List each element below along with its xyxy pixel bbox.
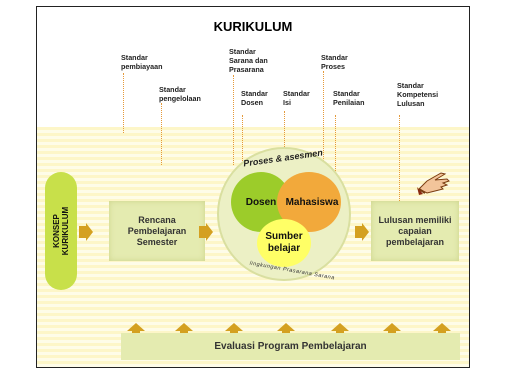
up-arrow-5 [331, 323, 349, 337]
standard-sarana: Standar Sarana dan Prasarana [229, 47, 268, 74]
standard-penilaian: Standar Penilaian [333, 89, 365, 107]
up-arrow-7 [433, 323, 451, 337]
connector-isi [284, 111, 285, 167]
up-arrow-1 [127, 323, 145, 337]
lulusan-box: Lulusan memiliki capaian pembelajaran [371, 201, 459, 261]
connector-dosen [242, 115, 243, 175]
standard-kompetensi: Standar Kompetensi Lulusan [397, 81, 439, 108]
up-arrow-4 [277, 323, 295, 337]
up-arrow-2 [175, 323, 193, 337]
standard-proses: Standar Proses [321, 53, 348, 71]
flow-arrow-1 [79, 223, 93, 241]
standard-pembiayaan: Standar pembiayaan [121, 53, 163, 71]
connector-pengelolaan [161, 103, 162, 165]
dosen-label: Dosen [245, 196, 277, 208]
evaluasi-bar: Evaluasi Program Pembelajaran [121, 333, 460, 360]
up-arrow-6 [383, 323, 401, 337]
sumber-belajar-circle: Sumber belajar [257, 219, 311, 267]
pointing-hand-icon [417, 172, 450, 195]
rencana-label: Rencana Pembelajaran Semester [127, 214, 187, 247]
standard-dosen: Standar Dosen [241, 89, 268, 107]
evaluasi-label: Evaluasi Program Pembelajaran [214, 341, 367, 352]
up-arrow-3 [225, 323, 243, 337]
slide-frame: KURIKULUM Standar pembiayaan Standar pen… [36, 6, 470, 368]
connector-kompetensi [399, 115, 400, 201]
diagram-title: KURIKULUM [213, 19, 293, 34]
lulusan-label: Lulusan memiliki capaian pembelajaran [378, 214, 452, 247]
connector-penilaian [335, 115, 336, 187]
connector-sarana [233, 75, 234, 165]
rencana-box: Rencana Pembelajaran Semester [109, 201, 205, 261]
connector-proses [323, 71, 324, 165]
sumber-belajar-label: Sumber belajar [265, 231, 303, 254]
flow-arrow-3 [355, 223, 369, 241]
konsep-kurikulum-shape: KONSEP KURIKULUM [45, 172, 77, 290]
konsep-kurikulum-label: KONSEP KURIKULUM [52, 206, 70, 256]
standard-pengelolaan: Standar pengelolaan [159, 85, 201, 103]
standard-isi: Standar Isi [283, 89, 310, 107]
mahasiswa-label: Mahasiswa [285, 196, 339, 208]
connector-pembiayaan [123, 73, 124, 133]
flow-arrow-2 [199, 223, 213, 241]
